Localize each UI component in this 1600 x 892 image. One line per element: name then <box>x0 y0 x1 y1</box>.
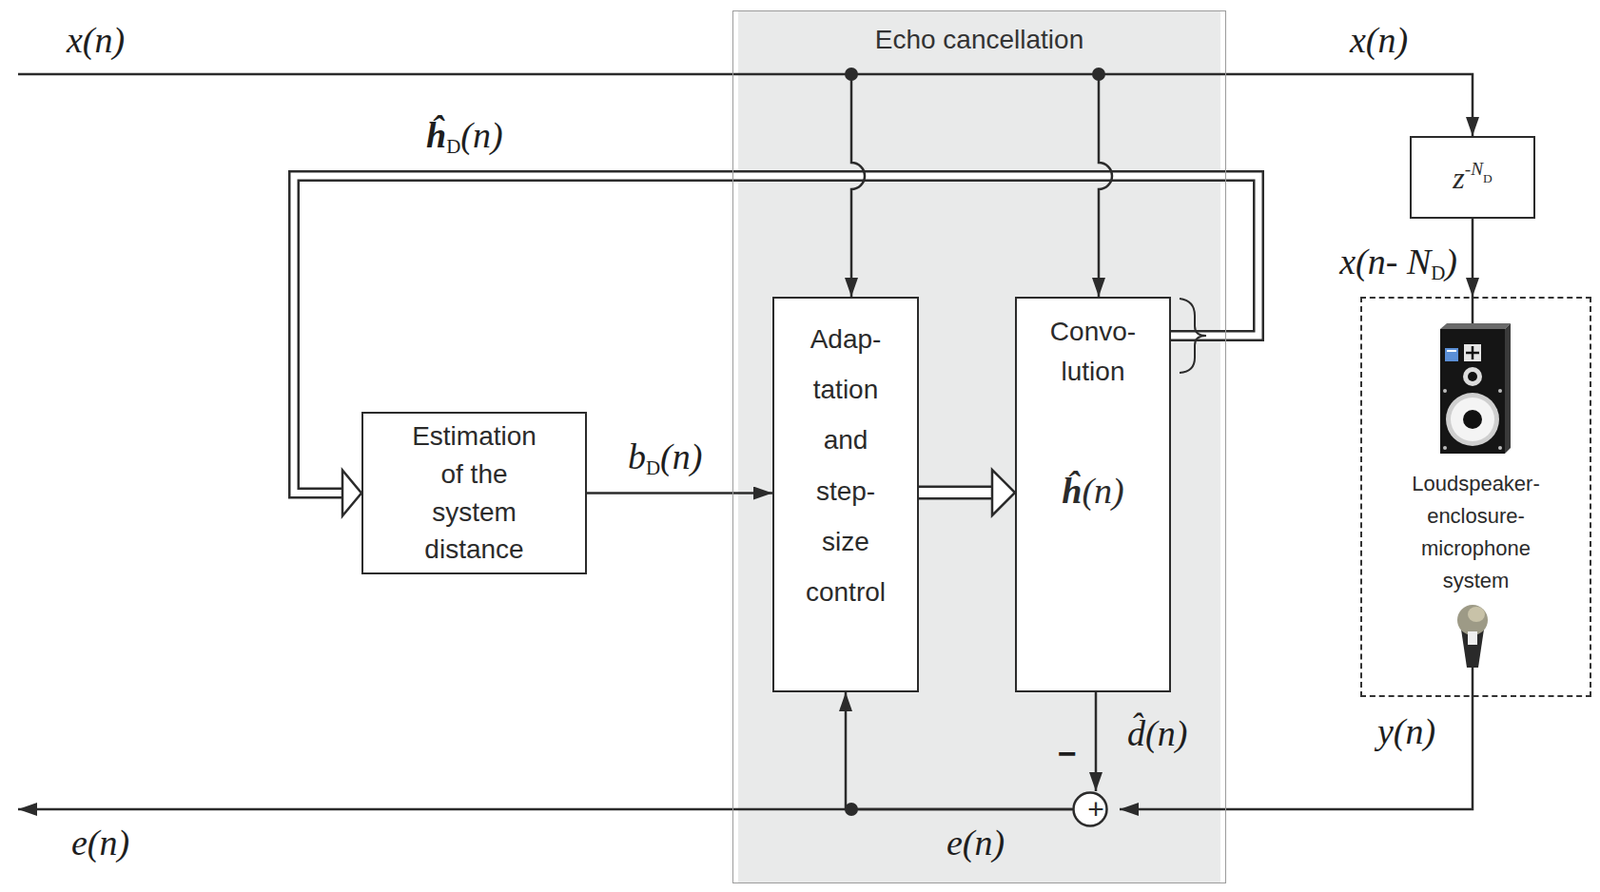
microphone-highlight <box>1467 606 1485 623</box>
signal-connector <box>1471 218 1475 297</box>
delay-box: z-ND <box>1409 136 1536 219</box>
signal-label: y(n) <box>1377 710 1436 755</box>
signal-wire <box>851 74 865 297</box>
junction-dot <box>844 67 859 81</box>
speaker-badge <box>1463 344 1482 362</box>
woofer-core <box>1463 409 1483 430</box>
connector-inner <box>918 487 993 498</box>
microphone-label <box>1467 631 1478 645</box>
node-text: Convo- lution <box>1043 312 1143 392</box>
signal-wire <box>18 74 1473 137</box>
double-line-connector <box>918 486 993 501</box>
signal-connector <box>1094 692 1098 792</box>
signal-label: x(n) <box>66 19 125 63</box>
node-symbol: ĥ(n) <box>1016 469 1170 514</box>
screw <box>1443 389 1447 393</box>
signal-wire <box>1471 296 1475 325</box>
connector-group <box>586 492 773 494</box>
connector-group <box>1472 218 1474 297</box>
junction-dot <box>844 802 859 817</box>
connector-group <box>1119 697 1473 810</box>
system-box: Loudspeaker- enclosure- microphone syste… <box>1360 296 1592 698</box>
tweeter-core <box>1467 371 1478 382</box>
signal-connector <box>845 692 1073 810</box>
hollow-arrowhead <box>992 469 1015 516</box>
signal-wire <box>1471 667 1475 698</box>
speaker-panel-line <box>1446 350 1457 352</box>
tweeter <box>1463 367 1483 387</box>
node-text: Estimation of the system distance <box>403 417 547 569</box>
hollow-arrowhead <box>342 470 362 517</box>
signal-label: d̂(n) <box>1127 712 1188 757</box>
loudspeaker-icon <box>1440 323 1511 454</box>
speaker-badge-mark <box>1465 346 1480 360</box>
speaker-cabinet <box>1440 329 1505 454</box>
connector-group <box>845 692 1073 810</box>
signal-label: ĥD(n) <box>426 114 504 159</box>
microphone-icon <box>1457 604 1488 668</box>
signal-label: bD(n) <box>627 435 703 481</box>
sign-label: − <box>1057 734 1077 774</box>
process-box: Adap- tation and step- size control <box>772 296 919 693</box>
woofer-cone <box>1450 397 1495 442</box>
signal-wire <box>1098 74 1113 297</box>
summing-junction: + <box>1072 791 1120 828</box>
node-text: z-ND <box>1411 157 1534 197</box>
woofer-ring <box>1445 392 1500 447</box>
screw <box>1443 446 1447 450</box>
signal-label: e(n) <box>71 821 130 866</box>
node-text: + <box>1072 795 1120 824</box>
node-text: Loudspeaker- enclosure- microphone syste… <box>1404 468 1548 598</box>
speaker-side <box>1504 323 1511 454</box>
process-box: Estimation of the system distance <box>361 411 587 575</box>
screw <box>1498 389 1503 393</box>
signal-connector <box>1119 697 1473 810</box>
speaker-panel <box>1444 348 1459 362</box>
node-text: Echo cancellation <box>733 24 1226 56</box>
signal-connector <box>586 491 773 495</box>
connector-group <box>1095 692 1097 792</box>
junction-dot <box>1092 67 1106 81</box>
connector-group <box>918 469 1015 516</box>
brace <box>1179 298 1207 373</box>
node-text: Adap- tation and step- size control <box>798 313 894 618</box>
process-box: Convo- lution ĥ(n) <box>1014 296 1171 693</box>
band-fill <box>738 10 1221 884</box>
signal-wire <box>18 808 1084 812</box>
speaker-top <box>1440 323 1511 330</box>
signal-label: x(n- ND) <box>1339 240 1458 286</box>
signal-label: x(n) <box>1349 19 1408 63</box>
screw <box>1498 446 1503 450</box>
signal-label: e(n) <box>946 821 1005 866</box>
microphone-head <box>1457 604 1488 636</box>
